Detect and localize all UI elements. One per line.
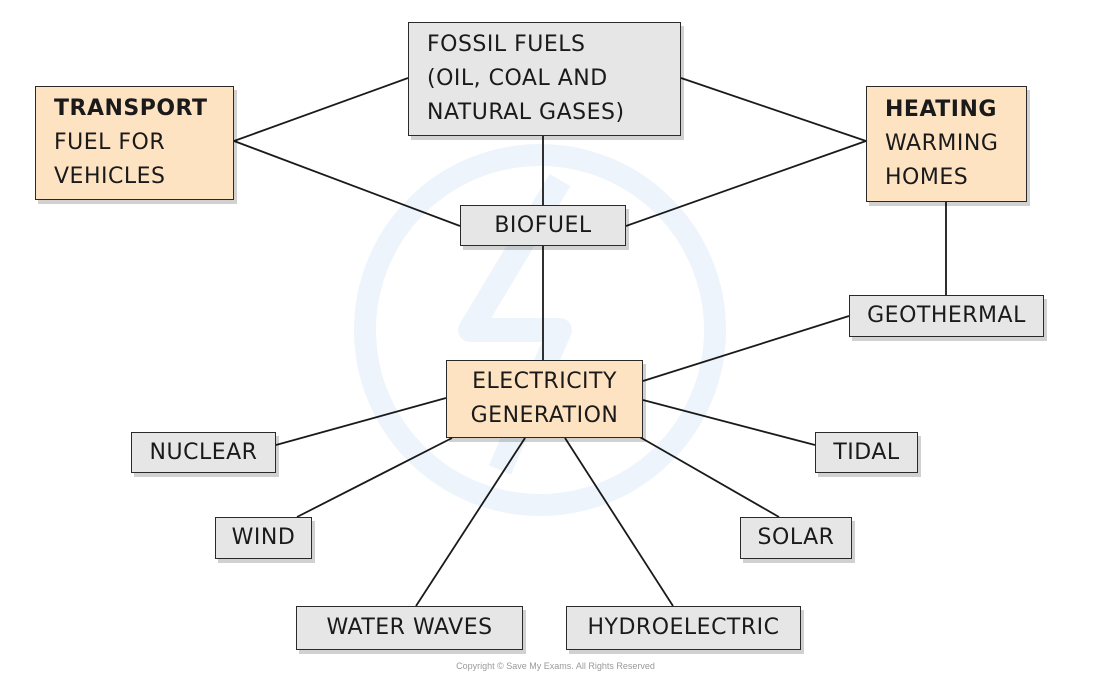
heating-title: HEATING — [885, 97, 997, 122]
connector-fossil-transport — [233, 77, 409, 142]
biofuel-label: BIOFUEL — [494, 212, 592, 238]
electricity-line-2: GENERATION — [470, 403, 619, 428]
fossil-fuels-box: FOSSIL FUELS (OIL, COAL AND NATURAL GASE… — [408, 22, 681, 136]
heating-line-2: HOMES — [885, 165, 969, 190]
copyright-text: Copyright © Save My Exams. All Rights Re… — [456, 661, 655, 671]
electricity-generation-box: ELECTRICITY GENERATION — [446, 360, 643, 438]
transport-title: TRANSPORT — [54, 96, 208, 121]
nuclear-box: NUCLEAR — [131, 432, 276, 473]
solar-label: SOLAR — [757, 525, 835, 550]
solar-box: SOLAR — [740, 517, 852, 559]
fossil-fuels-line-2: (OIL, COAL AND — [427, 66, 608, 91]
connector-transport-biofuel — [233, 140, 461, 227]
water-waves-box: WATER WAVES — [296, 606, 523, 650]
heating-box: HEATING WARMING HOMES — [866, 86, 1027, 202]
wind-box: WIND — [215, 517, 312, 559]
fossil-fuels-line-1: FOSSIL FUELS — [427, 32, 586, 57]
geothermal-label: GEOTHERMAL — [867, 303, 1026, 328]
connector-electricity-hydroelectric — [564, 437, 674, 607]
wind-label: WIND — [231, 525, 296, 550]
nuclear-label: NUCLEAR — [149, 439, 258, 465]
water-waves-label: WATER WAVES — [326, 615, 493, 640]
transport-line-1: FUEL FOR — [54, 130, 166, 155]
connector-electricity-tidal — [642, 399, 816, 446]
connector-geothermal-electricity — [642, 315, 850, 382]
hydroelectric-label: HYDROELECTRIC — [587, 615, 780, 640]
transport-line-2: VEHICLES — [54, 164, 166, 189]
tidal-box: TIDAL — [815, 432, 918, 473]
connector-heating-biofuel — [625, 140, 867, 227]
electricity-line-1: ELECTRICITY — [472, 369, 617, 394]
hydroelectric-box: HYDROELECTRIC — [566, 606, 801, 650]
connector-electricity-solar — [637, 435, 780, 518]
geothermal-box: GEOTHERMAL — [849, 295, 1044, 337]
heating-line-1: WARMING — [885, 131, 999, 156]
connector-electricity-wind — [296, 437, 453, 518]
transport-box: TRANSPORT FUEL FOR VEHICLES — [35, 86, 234, 200]
connector-electricity-nuclear — [275, 397, 447, 446]
tidal-label: TIDAL — [833, 439, 900, 465]
connector-electricity-waterwaves — [415, 437, 526, 607]
fossil-fuels-line-3: NATURAL GASES) — [427, 100, 625, 125]
connector-fossil-heating — [680, 77, 867, 142]
biofuel-box: BIOFUEL — [460, 205, 626, 246]
